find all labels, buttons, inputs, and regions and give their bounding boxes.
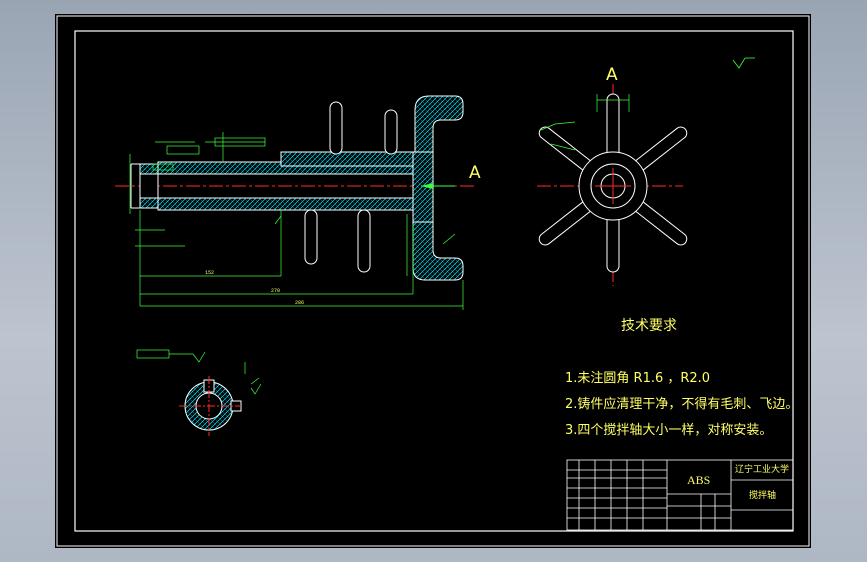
cad-viewport[interactable]: 152 270 286 A A [55,14,811,548]
part-name: 搅拌轴 [749,489,776,501]
dim-286: 286 [295,300,304,306]
outer-frame [56,15,810,547]
note-3: 3.四个搅拌轴大小一样，对称安装。 [565,422,772,438]
tech-title: 技术要求 [621,318,677,334]
dim-152: 152 [205,270,214,276]
tech-notes: 技术要求 1.未注圆角 R1.6 ，R2.0 2.铸件应清理干净，不得有毛刺、飞… [565,318,798,438]
section-arrow-label: A [469,163,481,183]
inner-frame [74,30,794,532]
section-view [136,349,262,436]
view-a: A [537,57,755,286]
note-1: 1.未注圆角 R1.6 ，R2.0 [565,371,710,386]
school: 辽宁工业大学 [735,463,789,475]
drawing-canvas: 152 270 286 A A [56,15,810,547]
material: ABS [687,473,710,487]
dim-270: 270 [271,288,280,294]
note-2: 2.铸件应清理干净，不得有毛刺、飞边。 [565,396,798,412]
main-view: 152 270 286 A [115,95,481,310]
view-a-label: A [606,65,618,85]
title-block [566,459,794,531]
